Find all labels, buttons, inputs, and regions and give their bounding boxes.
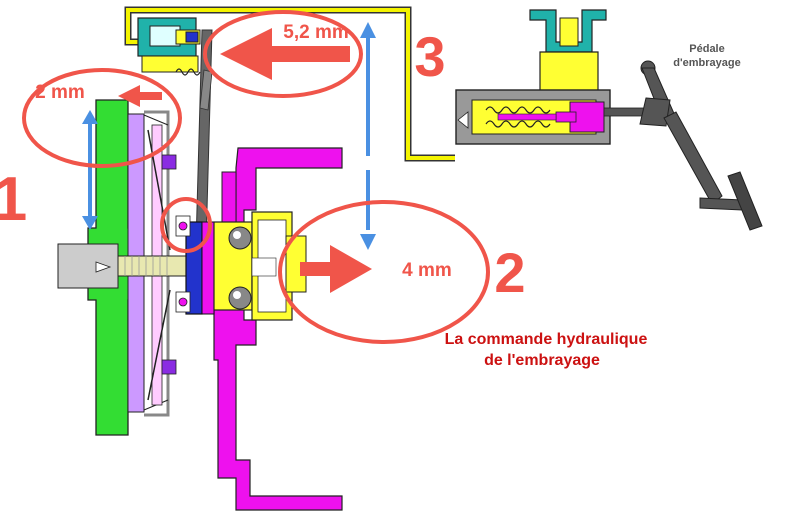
slave-cylinder — [137, 17, 201, 76]
dimension-4mm-label: 4 mm — [402, 260, 452, 281]
label-number-3: 3 — [414, 25, 445, 88]
dimension-2mm-label: 2 mm — [35, 82, 85, 103]
master-cylinder — [455, 9, 653, 145]
clutch-pedal — [639, 60, 763, 231]
hydraulic-line — [124, 6, 455, 162]
label-number-2: 2 — [494, 241, 525, 304]
release-bearing — [213, 211, 307, 321]
pedal-label-line1: Pédale — [689, 43, 724, 55]
caption-line1: La commande hydraulique — [445, 331, 648, 348]
dimension-52mm-label: 5,2 mm — [283, 22, 348, 43]
caption-line2: de l'embrayage — [484, 352, 600, 369]
thrust-bearing — [175, 215, 215, 315]
pedal-label-line2: d'embrayage — [673, 57, 740, 69]
highlight-ellipses — [22, 10, 490, 344]
label-number-1: 1 — [0, 165, 27, 234]
motion-arrows — [118, 28, 372, 293]
